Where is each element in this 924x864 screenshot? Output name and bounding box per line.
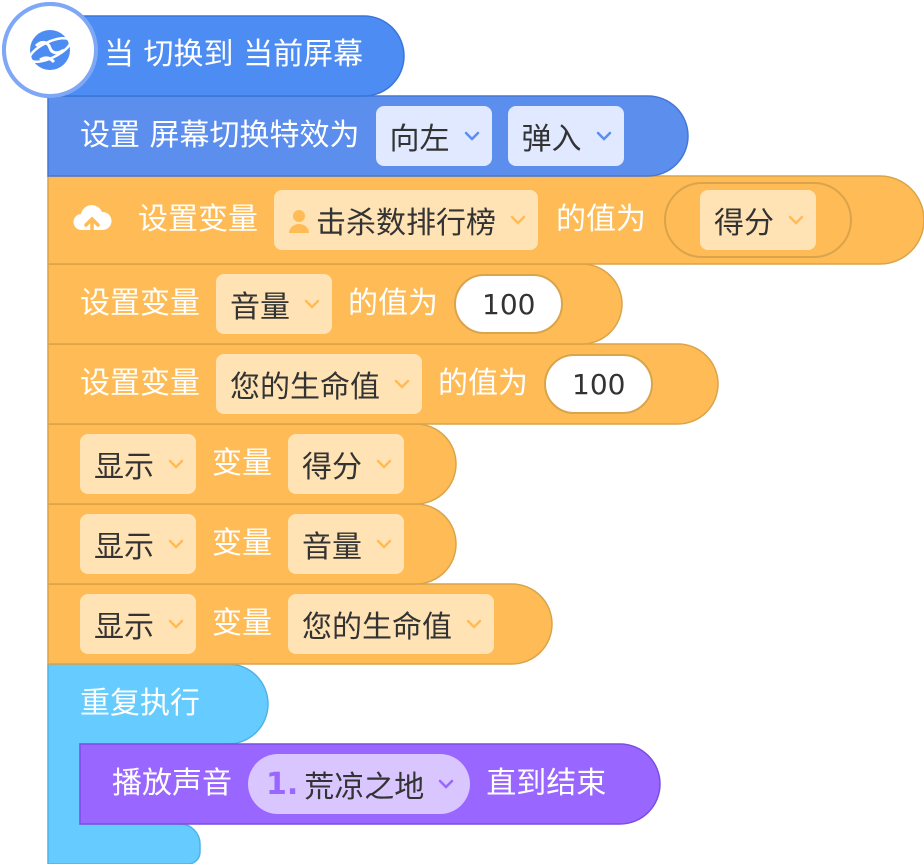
- show-volume-variable: 音量: [302, 530, 362, 565]
- rank-value-dropdown[interactable]: 得分: [700, 190, 816, 250]
- sound-number: 1.: [266, 766, 299, 802]
- hat-block[interactable]: 当 切换到 当前屏幕: [0, 0, 404, 98]
- show-score-action: 显示: [94, 450, 154, 485]
- rank-variable-dropdown[interactable]: 击杀数排行榜: [274, 190, 538, 250]
- set-volume-label: 设置变量: [80, 286, 200, 321]
- show-volume-block[interactable]: 显示 变量 音量: [48, 514, 404, 574]
- chevron-down-icon: [510, 215, 526, 225]
- show-score-variable: 得分: [302, 450, 362, 485]
- show-volume-action-dropdown[interactable]: 显示: [80, 514, 196, 574]
- show-volume-action: 显示: [94, 530, 154, 565]
- chevron-down-icon: [168, 619, 184, 629]
- cloud-upload-icon: [72, 202, 112, 238]
- life-variable-dropdown[interactable]: 您的生命值: [216, 354, 422, 414]
- show-life-action: 显示: [94, 610, 154, 645]
- show-volume-label: 变量: [212, 526, 272, 561]
- show-score-label: 变量: [212, 446, 272, 481]
- chevron-down-icon: [304, 299, 320, 309]
- chevron-down-icon: [788, 215, 804, 225]
- chevron-down-icon: [168, 539, 184, 549]
- chevron-down-icon: [376, 459, 392, 469]
- chevron-down-icon: [464, 131, 480, 141]
- show-life-block[interactable]: 显示 变量 您的生命值: [48, 594, 494, 654]
- life-value: 100: [572, 367, 626, 401]
- sound-name: 荒凉之地: [304, 770, 425, 805]
- volume-variable-value: 音量: [230, 290, 290, 325]
- chevron-down-icon: [394, 379, 410, 389]
- life-value-input[interactable]: 100: [544, 354, 654, 414]
- sound-dropdown[interactable]: 1. 荒凉之地: [248, 754, 471, 814]
- chevron-down-icon: [596, 131, 612, 141]
- effect-value: 弹入: [521, 122, 582, 157]
- show-life-variable-dropdown[interactable]: 您的生命值: [288, 594, 494, 654]
- chevron-down-icon: [376, 539, 392, 549]
- play-sound-label: 播放声音: [112, 766, 232, 801]
- set-life-label: 设置变量: [80, 366, 200, 401]
- show-volume-variable-dropdown[interactable]: 音量: [288, 514, 404, 574]
- chevron-down-icon: [438, 779, 454, 789]
- transition-label: 设置 屏幕切换特效为: [80, 118, 360, 153]
- show-score-variable-dropdown[interactable]: 得分: [288, 434, 404, 494]
- volume-value-input[interactable]: 100: [454, 274, 564, 334]
- volume-value: 100: [482, 287, 536, 321]
- direction-value: 向左: [389, 122, 450, 157]
- user-icon: [288, 207, 310, 233]
- hat-label: 当 切换到 当前屏幕: [104, 37, 364, 72]
- transition-block[interactable]: 设置 屏幕切换特效为 向左 弹入: [48, 106, 624, 166]
- rank-variable-value: 击杀数排行榜: [316, 206, 496, 241]
- chevron-down-icon: [168, 459, 184, 469]
- globe-icon: [26, 26, 74, 74]
- rank-value-label: 的值为: [556, 202, 646, 237]
- rank-value-slot[interactable]: 得分: [664, 182, 852, 258]
- life-value-label: 的值为: [438, 366, 528, 401]
- chevron-down-icon: [466, 619, 482, 629]
- play-sound-block[interactable]: 播放声音 1. 荒凉之地 直到结束: [80, 754, 606, 814]
- set-rank-label: 设置变量: [138, 202, 258, 237]
- direction-dropdown[interactable]: 向左: [375, 106, 492, 166]
- hat-block-shape: [55, 15, 405, 97]
- set-life-block[interactable]: 设置变量 您的生命值 的值为 100: [48, 354, 654, 414]
- play-sound-suffix: 直到结束: [486, 766, 607, 801]
- set-rank-block[interactable]: 设置变量 击杀数排行榜 的值为 得分: [48, 182, 852, 258]
- volume-value-label: 的值为: [348, 286, 438, 321]
- volume-variable-dropdown[interactable]: 音量: [216, 274, 332, 334]
- show-life-action-dropdown[interactable]: 显示: [80, 594, 196, 654]
- show-life-label: 变量: [212, 606, 272, 641]
- repeat-label: 重复执行: [80, 686, 200, 721]
- set-volume-block[interactable]: 设置变量 音量 的值为 100: [48, 274, 564, 334]
- life-variable-value: 您的生命值: [230, 370, 380, 405]
- show-score-action-dropdown[interactable]: 显示: [80, 434, 196, 494]
- show-score-block[interactable]: 显示 变量 得分: [48, 434, 404, 494]
- rank-value: 得分: [714, 206, 774, 241]
- repeat-block[interactable]: 重复执行: [48, 664, 268, 744]
- show-life-variable: 您的生命值: [302, 610, 452, 645]
- effect-dropdown[interactable]: 弹入: [507, 106, 624, 166]
